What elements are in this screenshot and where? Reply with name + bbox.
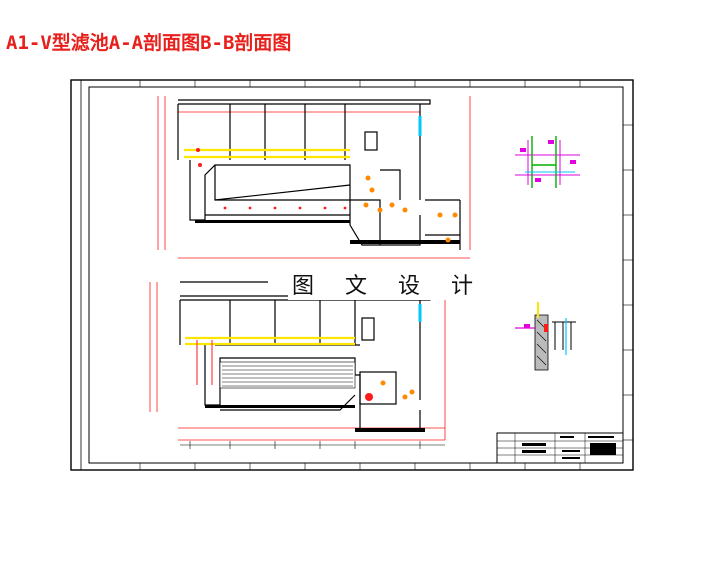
detail-lower-right: [515, 302, 576, 371]
section-a-a: [157, 96, 471, 259]
section-b-b: [149, 281, 446, 449]
page-title: A1-V型滤池A-A剖面图B-B剖面图: [6, 32, 292, 54]
sheet-frame: [70, 79, 634, 471]
watermark-text: 图 文 设 计: [288, 268, 489, 300]
detail-upper-right: [515, 136, 580, 188]
title-block: [496, 432, 624, 464]
